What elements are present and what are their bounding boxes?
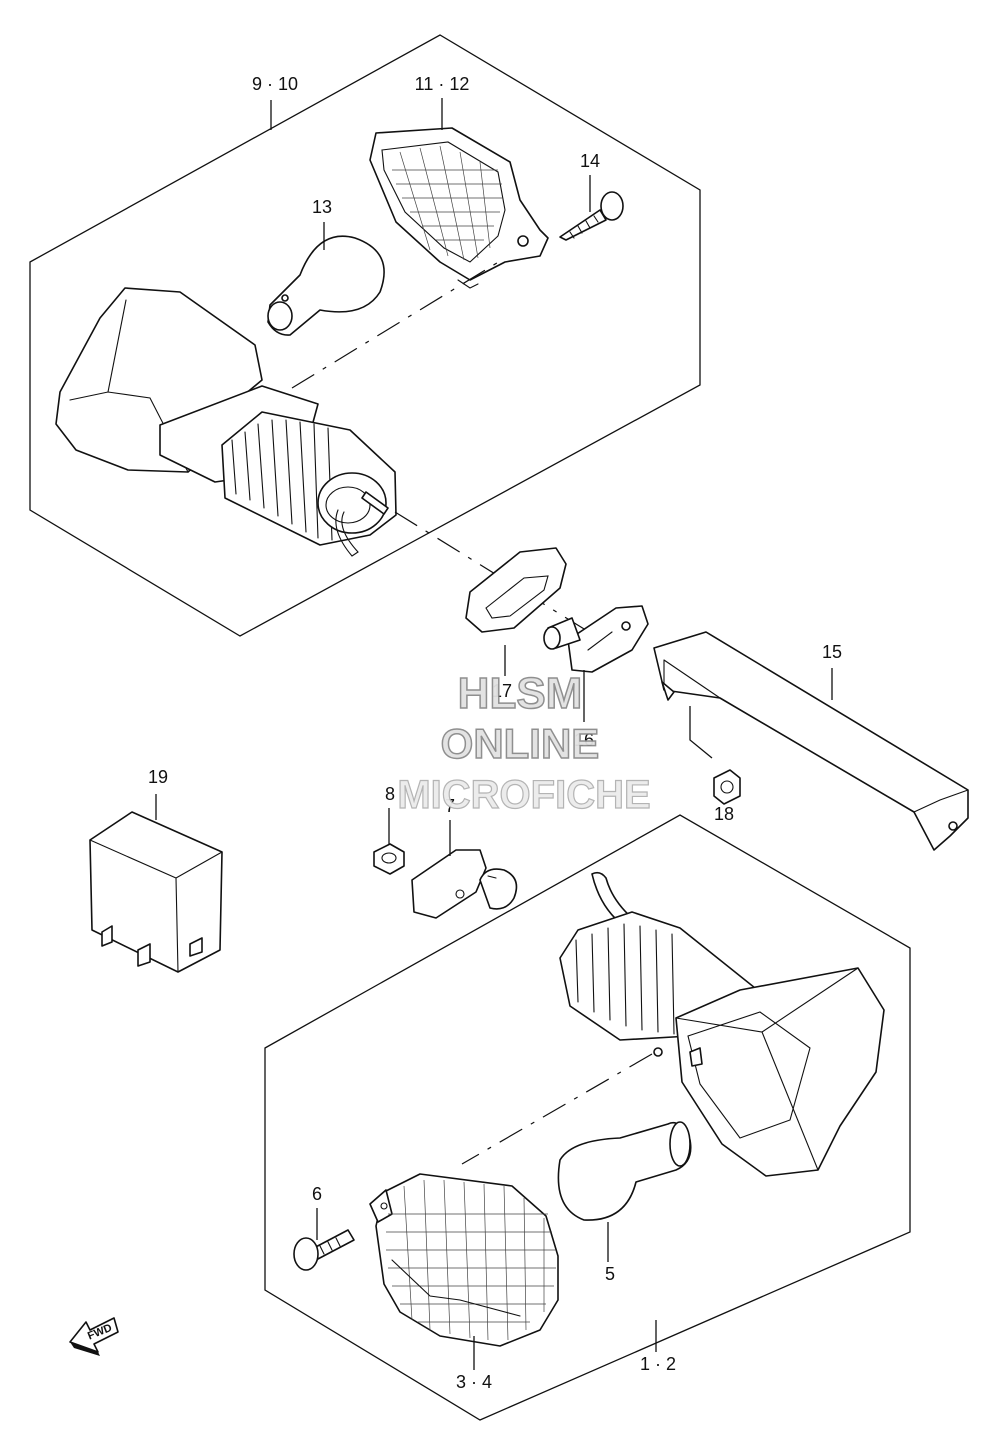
upper-signal-housing-part[interactable]	[55, 287, 397, 557]
callout-8[interactable]: 8	[385, 784, 395, 804]
callout-7[interactable]: 7	[445, 796, 455, 816]
callout-9-10[interactable]: 9 · 10	[252, 74, 298, 94]
bracket-nut-part[interactable]	[713, 769, 741, 805]
upper-lens-part[interactable]	[369, 127, 549, 289]
watermark-line1: HLSM	[458, 669, 583, 718]
callout-18[interactable]: 18	[714, 804, 734, 824]
bracket-part[interactable]	[653, 631, 969, 851]
lower-lens-part[interactable]	[369, 1173, 559, 1347]
lower-lens-screw-part[interactable]	[293, 1229, 355, 1271]
callout-16[interactable]: 16	[574, 730, 594, 750]
callout-5[interactable]: 5	[605, 1264, 615, 1284]
callout-14[interactable]: 14	[580, 151, 600, 171]
callout-11-12[interactable]: 11 · 12	[415, 74, 470, 94]
lower-signal-housing-part[interactable]	[559, 871, 885, 1177]
watermark-line2: ONLINE	[441, 720, 600, 767]
callout-13[interactable]: 13	[312, 197, 332, 217]
callout-19[interactable]: 19	[148, 767, 168, 787]
turn-signal-relay-part[interactable]	[89, 811, 223, 973]
callout-6[interactable]: 6	[312, 1184, 322, 1204]
nut-part[interactable]	[373, 843, 405, 875]
lower-plate-part[interactable]	[411, 849, 518, 919]
front-turn-signal-assembly-frame	[264, 814, 911, 1421]
upper-bulb-part[interactable]	[267, 235, 385, 336]
callout-17[interactable]: 17	[492, 681, 512, 701]
watermark-line3: MICROFICHE	[397, 773, 650, 817]
forward-direction-arrow-icon: FWD	[69, 1317, 119, 1356]
callout-1-2[interactable]: 1 · 2	[640, 1354, 676, 1374]
mounting-plate-part[interactable]	[543, 605, 649, 673]
watermark: HLSM ONLINE MICROFICHE	[397, 668, 652, 817]
callout-15[interactable]: 15	[822, 642, 842, 662]
upper-lens-screw-part[interactable]	[559, 191, 624, 241]
gasket-part[interactable]	[465, 547, 567, 633]
callout-3-4[interactable]: 3 · 4	[456, 1372, 492, 1392]
rear-turn-signal-assembly-frame	[29, 34, 701, 637]
lower-bulb-part[interactable]	[557, 1121, 692, 1221]
